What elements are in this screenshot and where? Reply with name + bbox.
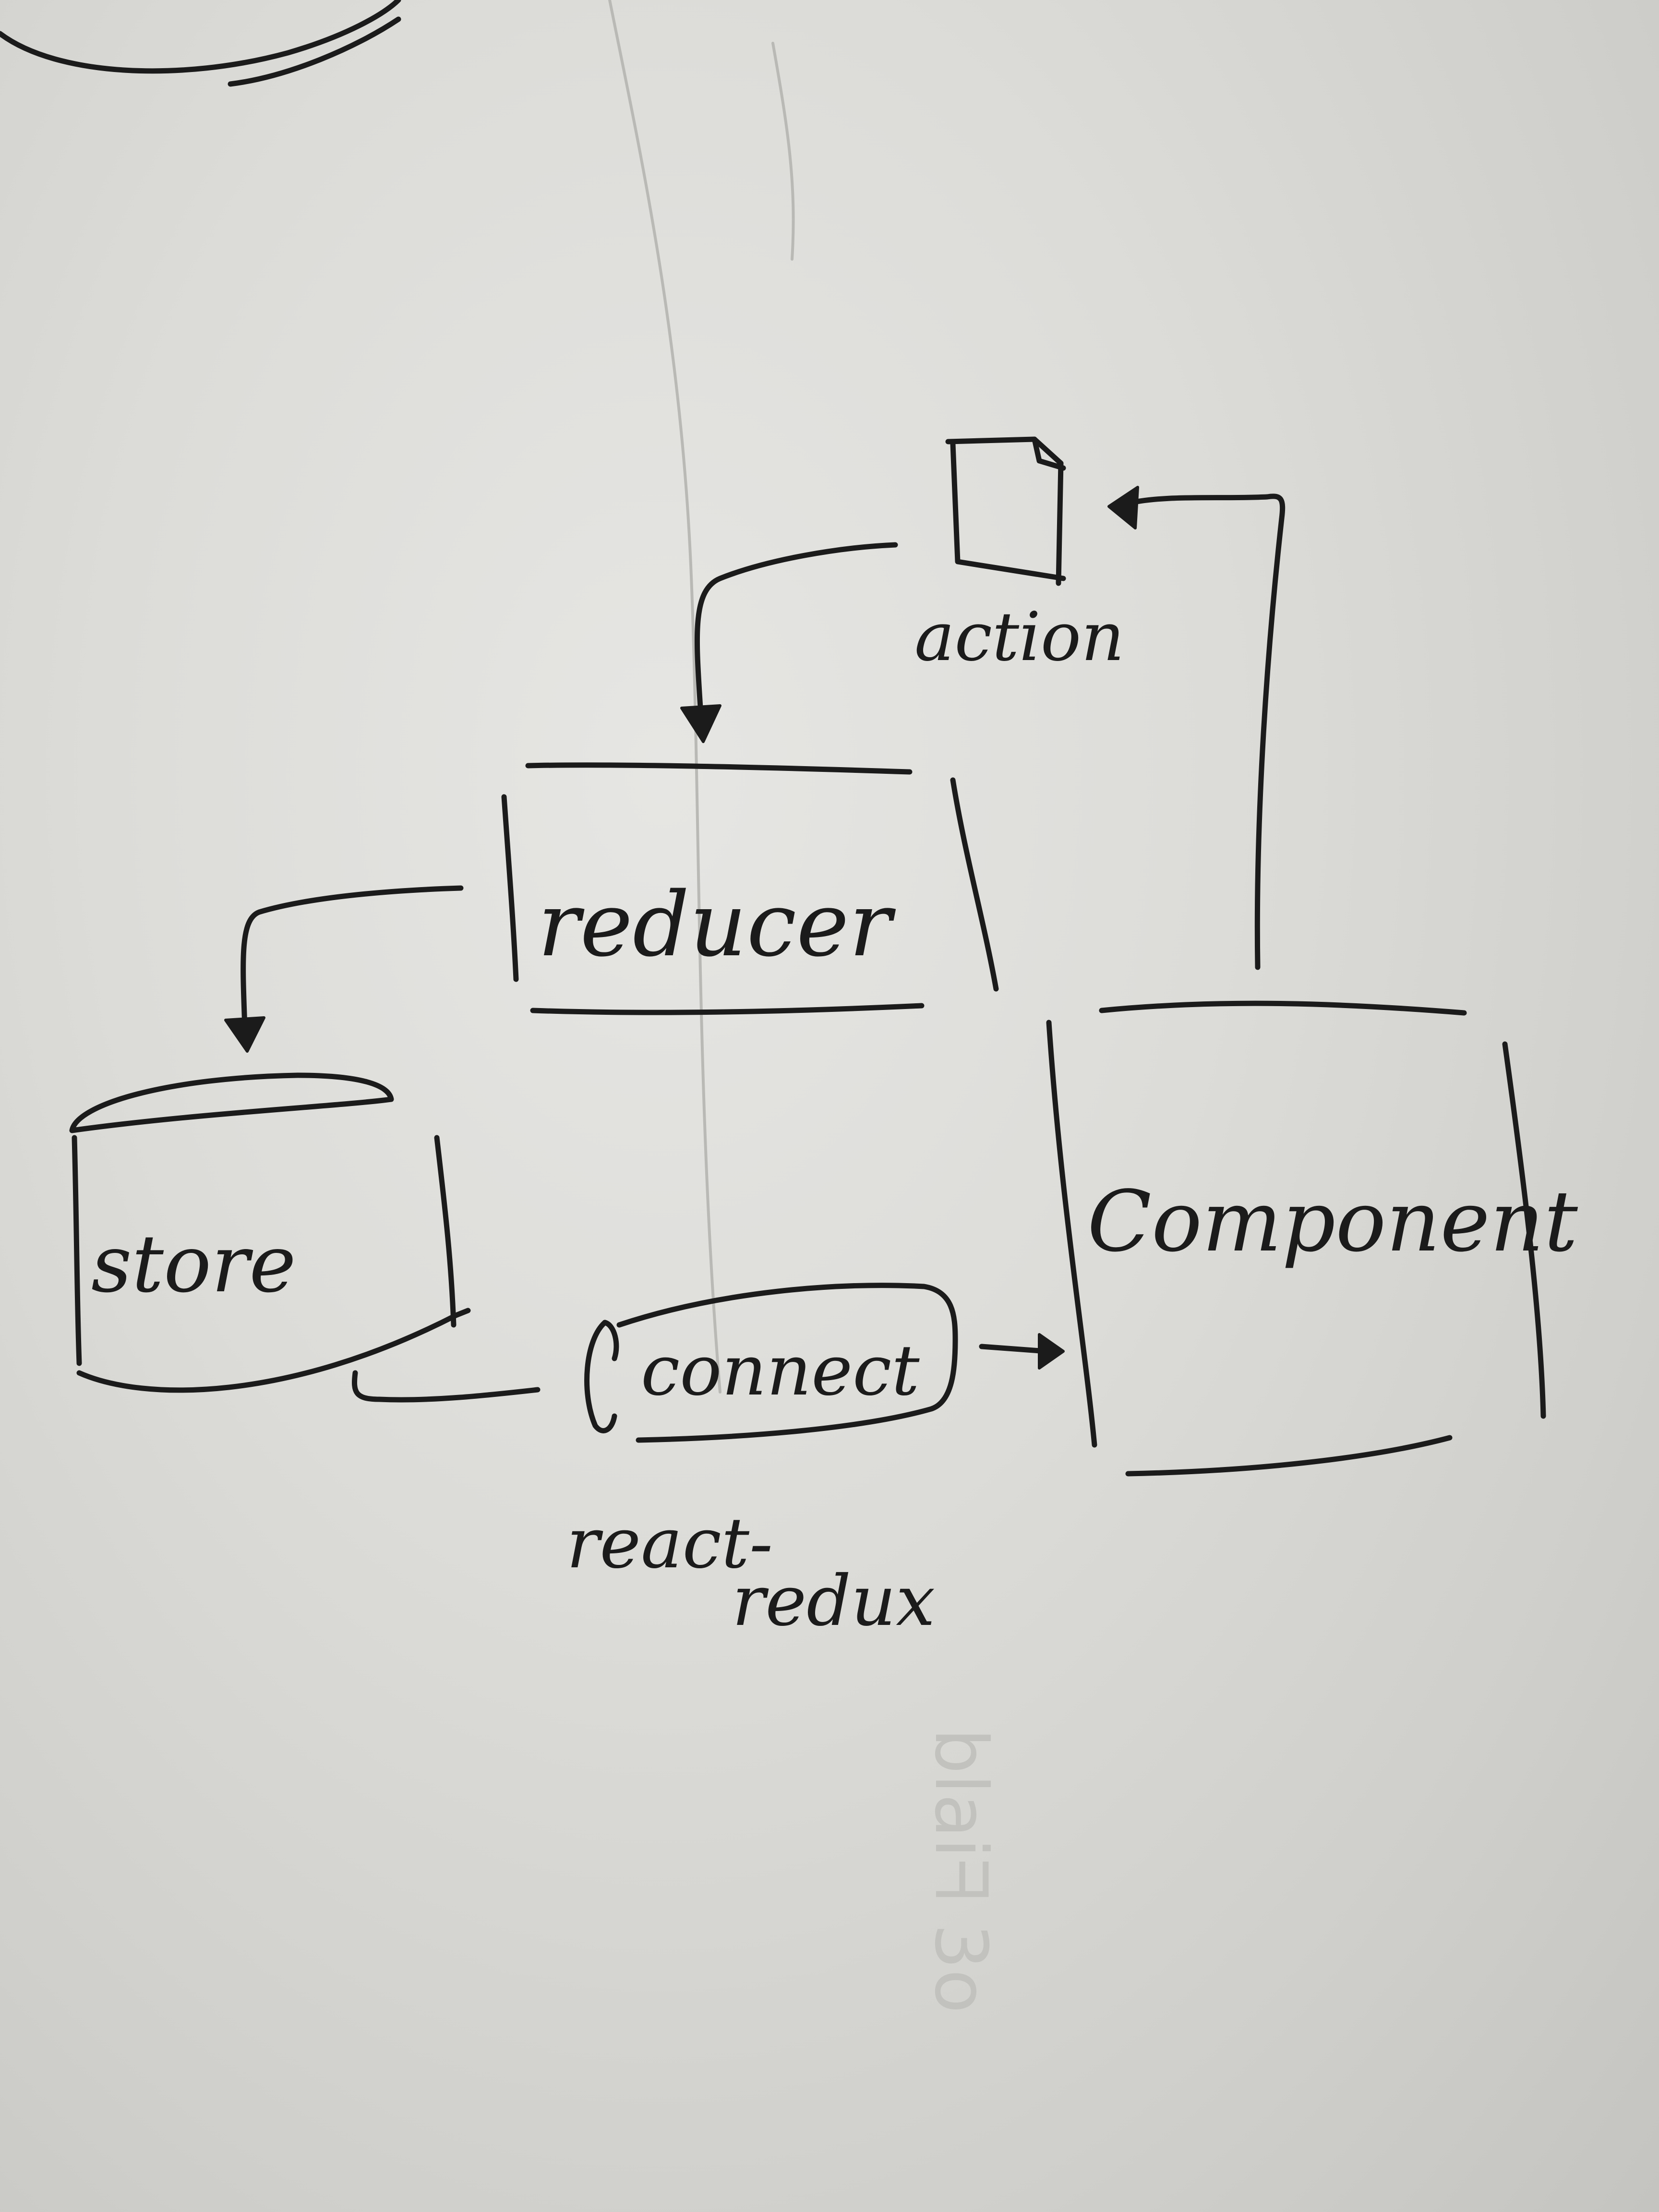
connect-node: connect bbox=[584, 1283, 958, 1443]
library-label: react- redux bbox=[566, 1503, 935, 1642]
component-node: Component bbox=[1046, 1000, 1578, 1477]
ghost-text-field: blaiᖷ 3o bbox=[919, 1728, 1002, 2013]
store-label: store bbox=[91, 1218, 296, 1310]
line-store-to-connect bbox=[351, 1370, 541, 1403]
reducer-node: reducer bbox=[501, 762, 999, 1015]
action-node: action bbox=[914, 436, 1124, 676]
component-label: Component bbox=[1087, 1173, 1578, 1271]
arrowhead bbox=[1038, 1333, 1065, 1370]
library-label-line2: redux bbox=[732, 1561, 935, 1642]
ghost-curve bbox=[608, 0, 721, 1394]
arrow-action-to-reducer bbox=[680, 542, 898, 743]
action-label: action bbox=[914, 598, 1124, 676]
corner-circle-fragment bbox=[0, 0, 401, 74]
ghost-stroke bbox=[771, 42, 795, 261]
reducer-label: reducer bbox=[538, 873, 896, 976]
arrow-component-to-action bbox=[1107, 486, 1286, 970]
connect-label: connect bbox=[641, 1330, 920, 1411]
corner-circle-second-stroke bbox=[228, 16, 401, 87]
arrowhead bbox=[680, 704, 721, 743]
library-label-line1: react- bbox=[566, 1503, 773, 1584]
arrow-connect-to-component bbox=[979, 1333, 1065, 1370]
arrowhead bbox=[224, 1016, 265, 1053]
document-icon bbox=[945, 436, 1066, 586]
bleed-through-marks: blaiᖷ 3o bbox=[608, 0, 1002, 2013]
arrowhead bbox=[1107, 486, 1139, 529]
arrow-reducer-to-store bbox=[224, 885, 464, 1053]
store-node: store bbox=[69, 1072, 471, 1393]
